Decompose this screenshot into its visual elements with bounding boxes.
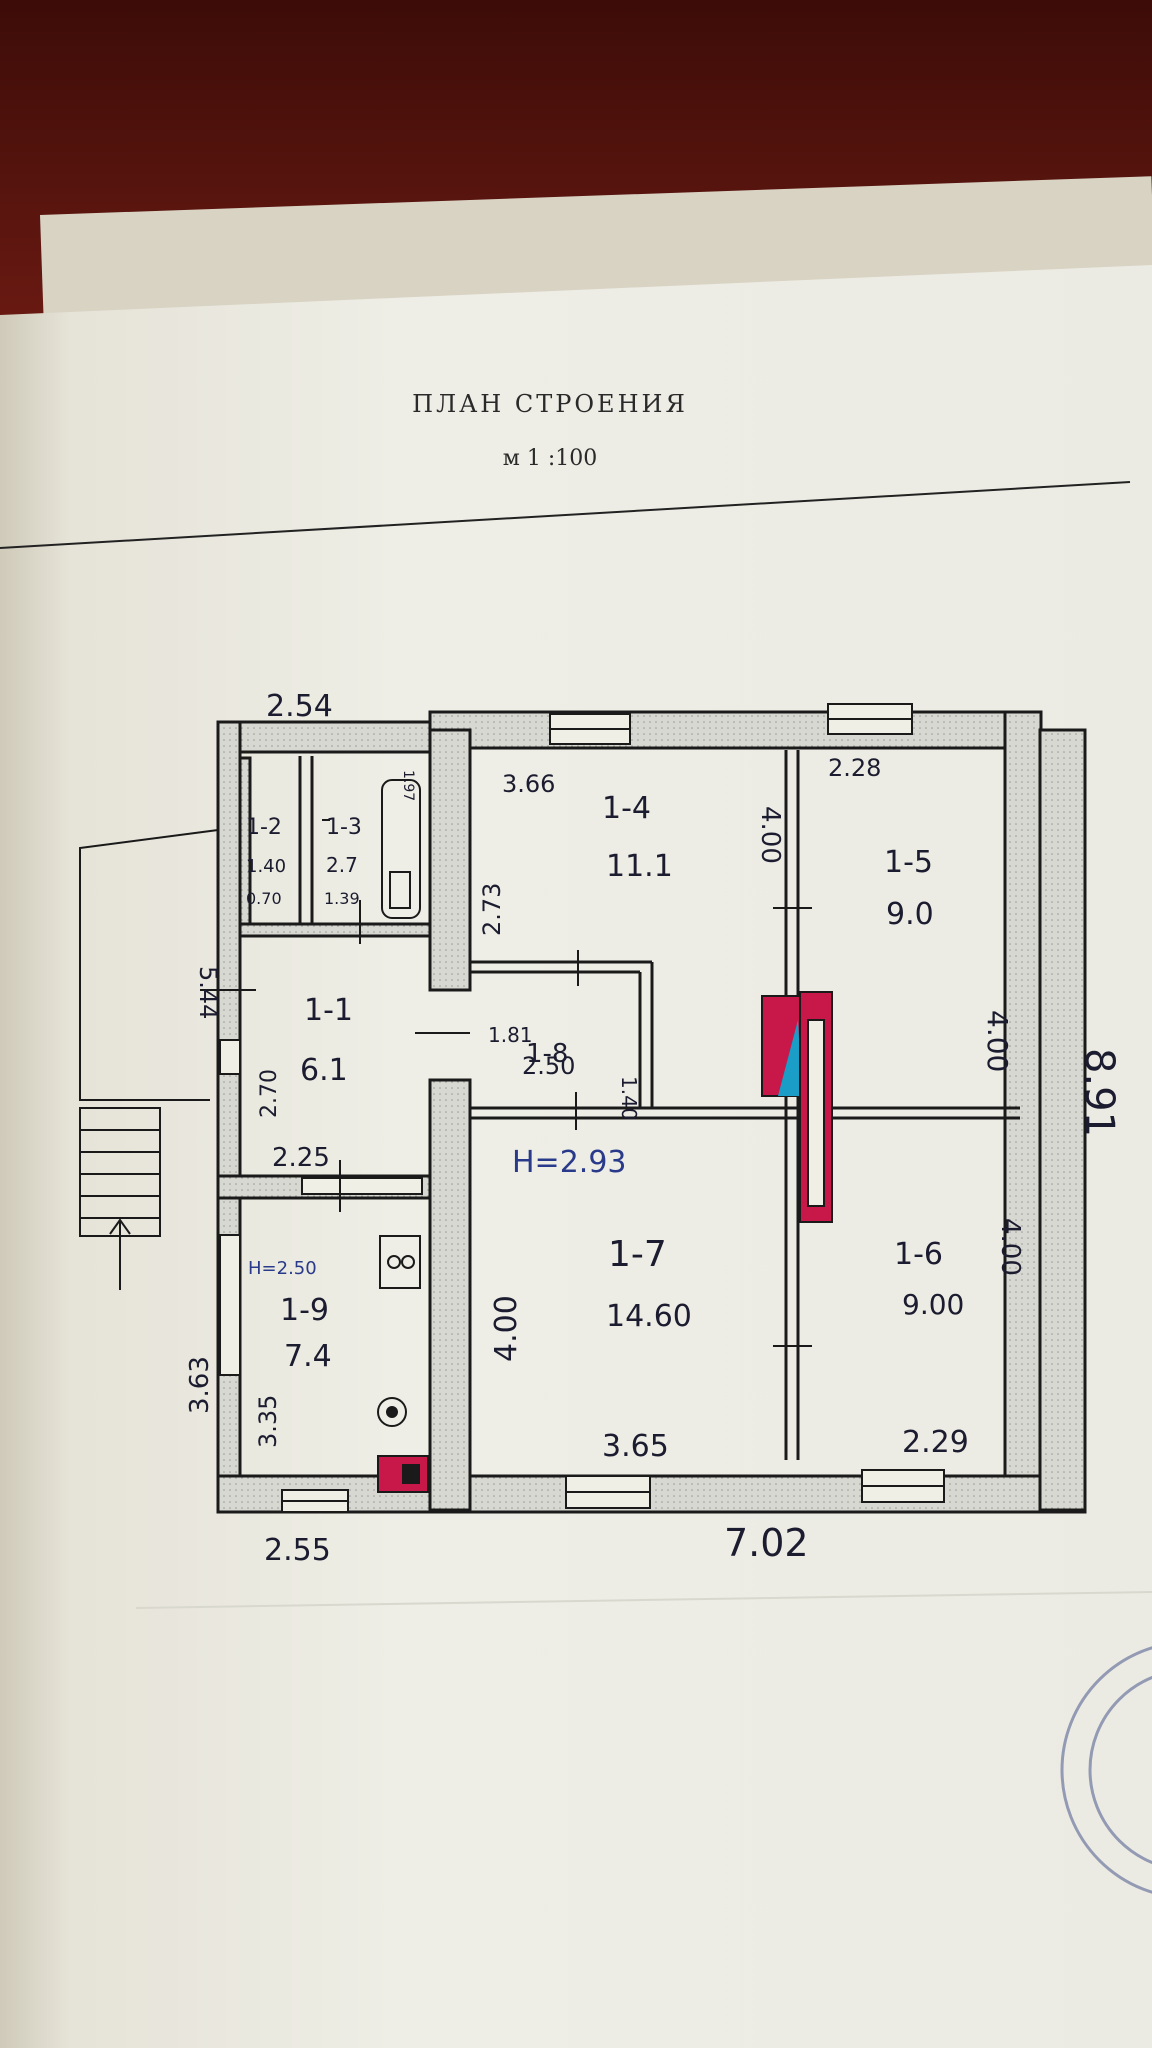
dim-197: 1.97: [400, 770, 416, 801]
wall: [1003, 710, 1043, 1500]
dim-228: 2.28: [828, 754, 881, 782]
room-1-9-area: 7.4: [284, 1339, 332, 1374]
room-1-8-area: 2.50: [522, 1052, 575, 1080]
room-1-5-id: 1-5: [884, 845, 933, 880]
dim-top-left: 2.54: [266, 689, 333, 724]
room-1-3-id: 1-3: [326, 815, 362, 840]
dim-366: 3.66: [502, 770, 555, 798]
room-1-7-area: 14.60: [606, 1299, 692, 1334]
window: [301, 1177, 423, 1195]
wall: [216, 720, 440, 754]
page-rule: [135, 1591, 1152, 1609]
stairs: [79, 1107, 161, 1237]
room-1-2-id: 1-2: [246, 815, 282, 840]
wall: [1038, 728, 1087, 1512]
gas-meter: [379, 1235, 421, 1289]
wall: [428, 1078, 472, 1512]
dim-891: 8.91: [1076, 1048, 1122, 1137]
room-1-1-id: 1-1: [304, 993, 353, 1028]
header-rule: [0, 481, 1131, 549]
room-1-6-area: 9.00: [902, 1288, 964, 1321]
dim-139: 1.39: [324, 889, 360, 908]
wall: [428, 710, 1042, 750]
porch-outline: [79, 829, 219, 1101]
dim-181: 1.81: [488, 1023, 533, 1047]
boiler: [377, 1397, 407, 1427]
room-1-3-area: 2.7: [326, 853, 358, 877]
page-title: ПЛАН СТРОЕНИЯ: [412, 390, 688, 418]
room-1-1-area: 6.1: [300, 1053, 348, 1088]
room-1-8-id: 1-8: [526, 1039, 568, 1069]
dim-255: 2.55: [264, 1533, 331, 1568]
room-1-5-area: 9.0: [886, 897, 934, 932]
dim-365: 3.65: [602, 1429, 669, 1464]
room-1-4-area: 11.1: [606, 849, 673, 884]
height-main: H=2.93: [512, 1145, 627, 1180]
dim-070: 0.70: [246, 889, 282, 908]
wall: [216, 720, 242, 1514]
stamp-graphic: [1060, 1646, 1152, 1894]
window: [219, 1039, 241, 1075]
scale-label: м 1 :100: [502, 446, 598, 471]
dim-270: 2.70: [257, 1069, 282, 1118]
dim-400-d: 4.00: [489, 1295, 524, 1362]
dim-400-c: 4.00: [995, 1218, 1025, 1276]
door-marks: [200, 819, 812, 1347]
dim-273: 2.73: [478, 883, 506, 936]
wall: [238, 756, 252, 926]
wall: [428, 728, 472, 992]
partitions: [298, 750, 1020, 1460]
dim-544: 5.44: [194, 966, 222, 1019]
window: [219, 1234, 241, 1376]
bathtub: [381, 779, 421, 919]
room-1-9-id: 1-9: [280, 1293, 329, 1328]
room-1-4-id: 1-4: [602, 791, 651, 826]
dim-702: 7.02: [724, 1521, 809, 1565]
room-1-2-area: 1.40: [246, 856, 286, 877]
kitchen-fixtures: [377, 1235, 421, 1427]
interior-walls: [216, 728, 472, 1512]
stove-central: [761, 991, 833, 1223]
room-1-7-id: 1-7: [608, 1234, 667, 1275]
dim-140b: 1.40: [617, 1076, 641, 1121]
document-page: [0, 265, 1152, 2048]
room-1-6-id: 1-6: [894, 1237, 943, 1272]
room-labels: 1-4 11.1 1-5 9.0 1-1 6.1 1-8 2.50 1-7 14…: [246, 791, 964, 1374]
dim-229: 2.29: [902, 1425, 969, 1460]
dimensions: 2.54 3.66 2.28 0.70 1.39 1.81 2.25 H=2.9…: [185, 689, 1122, 1568]
porch: [79, 829, 219, 1290]
dim-400-a: 4.00: [755, 806, 785, 864]
dim-225: 2.25: [272, 1143, 330, 1173]
dim-400-b: 4.00: [981, 1010, 1014, 1072]
height-kitchen: H=2.50: [248, 1258, 317, 1279]
dim-363: 3.63: [185, 1356, 215, 1414]
windows: [219, 703, 945, 1513]
dim-335: 3.35: [254, 1395, 282, 1448]
wall: [238, 922, 432, 938]
